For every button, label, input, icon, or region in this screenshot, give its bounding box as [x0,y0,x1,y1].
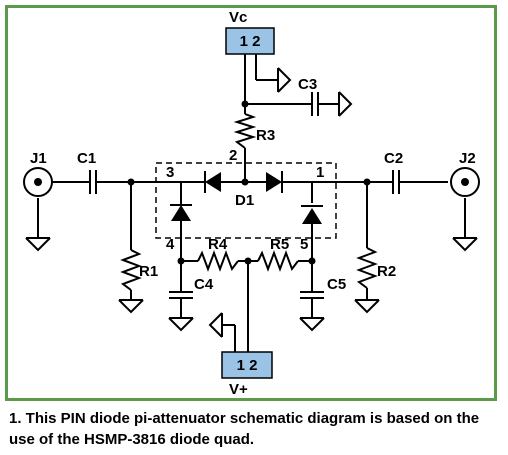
label-c1: C1 [77,150,96,167]
label-r2: R2 [377,263,396,280]
junction-dot [308,257,316,265]
pin-4: 4 [166,236,175,253]
label-r1: R1 [139,263,158,280]
label-c2: C2 [384,150,403,167]
diode-quad-package [155,162,337,239]
label-r4: R4 [208,236,228,253]
capacitor-c2 [392,170,400,194]
pin-3: 3 [166,164,174,181]
diode-top-right [266,171,283,193]
capacitor-c3 [311,92,319,116]
capacitor-c5 [300,291,324,299]
schematic-diagram: 1 2 1 2 Vc V+ C1 C2 C3 C4 C5 R1 R2 R3 R4… [23,9,480,398]
junction-dot [177,257,185,265]
resistor-r1 [120,249,142,291]
resistor-r2 [356,247,378,289]
resistor-r5 [257,250,299,272]
junction-dots [127,100,371,265]
label-c4: C4 [194,276,214,293]
capacitor-c4 [169,291,193,299]
label-d1: D1 [235,192,254,209]
label-r5: R5 [270,236,289,253]
junction-dot [241,178,249,186]
label-c3: C3 [298,76,317,93]
label-j2: J2 [459,150,476,167]
label-vplus: V+ [229,381,248,398]
wires [37,48,466,352]
figure-caption: 1. This PIN diode pi-attenuator schemati… [9,410,480,448]
vplus-connector-pins: 1 2 [237,357,258,374]
diode-top-left [204,171,221,193]
diode-left [170,204,192,221]
schematic-frame [5,5,497,401]
label-r3: R3 [256,127,275,144]
capacitor-c1 [89,170,97,194]
junction-dot [363,178,371,186]
label-vc: Vc [229,9,247,26]
pin-1: 1 [316,164,324,181]
resistor-r4 [197,250,239,272]
junction-dot [127,178,135,186]
pin-2: 2 [229,147,237,164]
vc-connector [225,27,275,55]
junction-dot [244,257,252,265]
vc-connector-pins: 1 2 [240,33,261,50]
label-c5: C5 [327,276,346,293]
diode-right [301,205,323,224]
vplus-connector [221,351,273,379]
label-j1: J1 [30,150,47,167]
connector-j2 [450,167,480,197]
connector-j1 [23,167,53,197]
junction-dot [241,100,249,108]
pin-5: 5 [300,236,308,253]
resistor-r3 [233,113,257,149]
ground-symbols [25,67,478,338]
